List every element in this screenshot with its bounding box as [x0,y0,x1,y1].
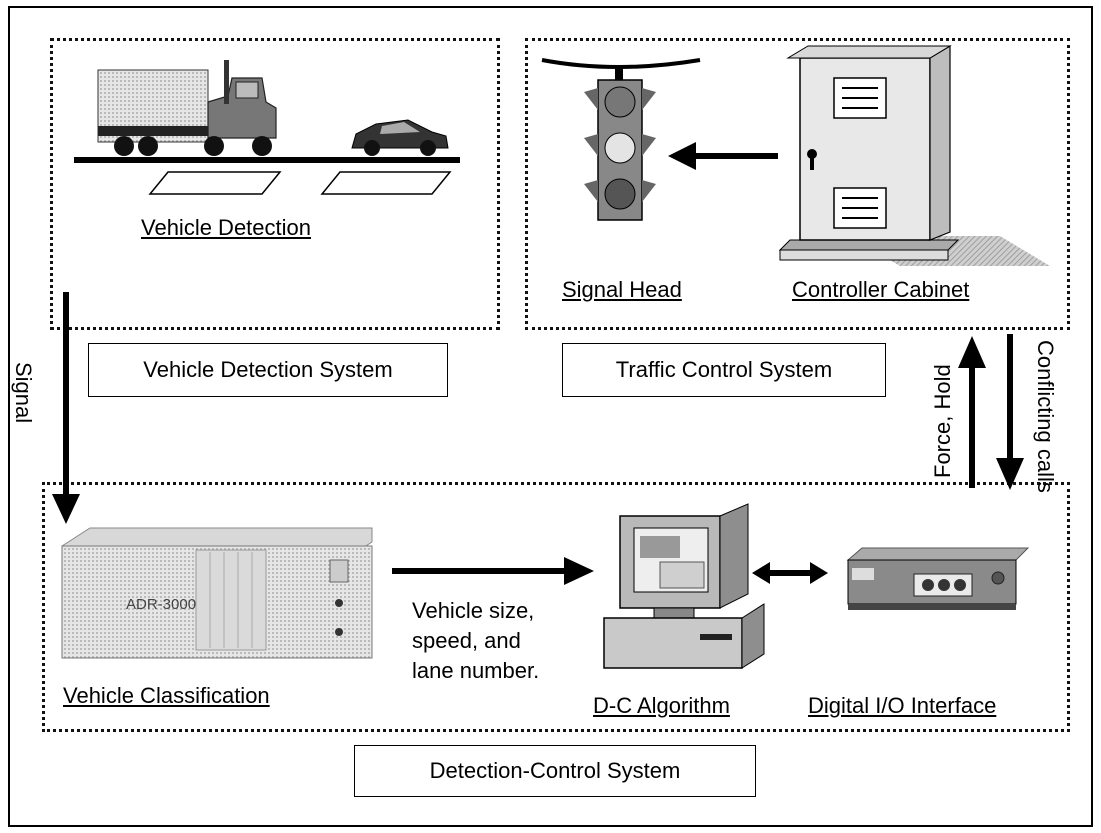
loop-detector-2 [320,171,452,195]
conflicting-calls-label: Conflicting calls [1033,340,1058,493]
figure-frame [8,6,1093,827]
signal-label: Signal [11,362,36,424]
traffic-control-system-label: Traffic Control System [562,343,886,397]
controller-cabinet-caption: Controller Cabinet [792,277,970,302]
force-hold-arrow [958,336,986,488]
car-icon [351,119,449,156]
bidirectional-arrow [752,562,828,584]
detection-control-system-label: Detection-Control System [354,745,756,797]
data-line-3: lane number. [412,658,540,683]
controller-cabinet-icon [778,44,1050,266]
classifier-model-text: ADR-3000 [126,596,197,613]
vehicle-classification-caption: Vehicle Classification [63,683,270,708]
force-hold-label: Force, Hold [930,364,955,478]
conflicting-calls-arrow [996,334,1024,490]
loop-detector-1 [148,171,282,195]
vehicle-detection-caption: Vehicle Detection [141,215,311,240]
signal-arrow [52,292,80,524]
dc-algorithm-caption: D-C Algorithm [593,693,730,718]
detection-control-region [42,482,1070,732]
signal-head-caption: Signal Head [562,277,682,302]
computer-icon [603,503,765,669]
data-line-1: Vehicle size, [412,598,535,623]
truck-icon [97,60,277,156]
io-interface-icon [846,547,1030,610]
signal-head-icon [541,58,701,221]
vehicle-detection-region [50,38,500,330]
classifier-device-icon [61,527,373,659]
data-arrow [392,557,594,585]
data-line-2: speed, and [412,628,521,653]
traffic-control-region [525,38,1070,330]
cabinet-to-signal-arrow [668,142,778,170]
digital-io-caption: Digital I/O Interface [808,693,997,718]
vehicle-detection-system-label: Vehicle Detection System [88,343,448,397]
